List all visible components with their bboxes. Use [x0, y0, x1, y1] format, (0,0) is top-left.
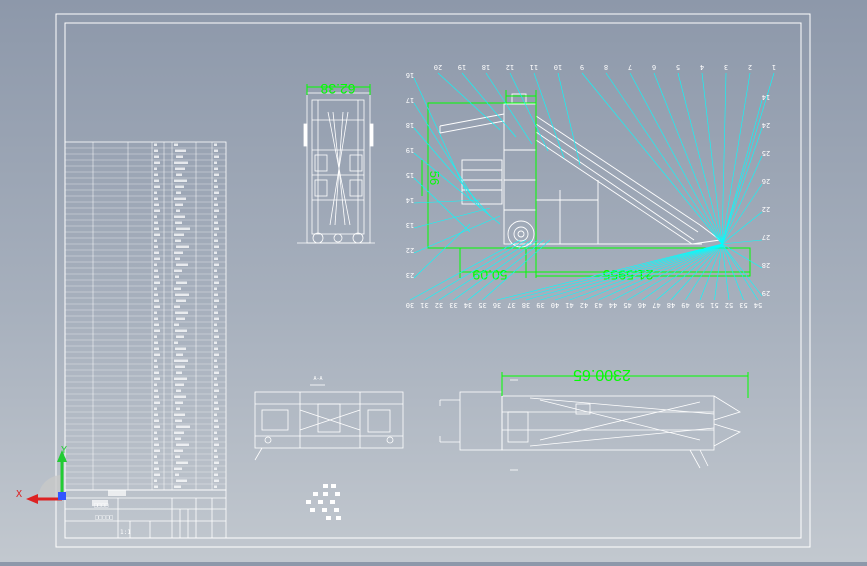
balloon-bottom-52: 52 [725, 301, 733, 309]
balloon-bottom-46: 46 [638, 301, 646, 309]
balloon-left-18: 18 [406, 121, 414, 129]
balloon-right-22: 22 [762, 205, 770, 213]
left-height-value: 56 [427, 171, 442, 185]
balloon-top-18: 18 [482, 63, 490, 71]
overall-length-value: 2300.65 [573, 366, 631, 383]
balloon-right-29: 29 [762, 289, 770, 297]
plan-view[interactable] [254, 384, 404, 461]
left-width-value: 50.09 [472, 267, 507, 283]
front-view-width-dimension[interactable]: 62.38 [306, 81, 371, 97]
balloon-left-14: 14 [406, 196, 414, 204]
balloon-top-7: 7 [628, 63, 632, 71]
balloon-bottom-50: 50 [696, 301, 704, 309]
title-block-scale: 1:1 [120, 529, 131, 536]
balloon-left-17: 17 [406, 96, 414, 104]
title-block-title: □□□□ [94, 502, 109, 509]
title-block [64, 489, 227, 539]
balloon-right-24: 24 [762, 121, 770, 129]
balloon-bottom-30: 30 [406, 301, 414, 309]
balloon-bottom-34: 34 [464, 301, 472, 309]
balloon-top-11: 11 [530, 63, 538, 71]
balloon-left-22: 22 [406, 246, 414, 254]
ucs-x-label: X [16, 489, 22, 500]
balloon-top-3: 3 [724, 63, 728, 71]
balloon-right-14: 14 [762, 93, 770, 101]
balloon-left-23: 23 [406, 271, 414, 279]
ucs-y-label: Y [61, 445, 67, 456]
balloon-top-4: 4 [700, 63, 704, 71]
balloon-right-26: 26 [762, 177, 770, 185]
bill-of-materials-table [64, 141, 227, 491]
balloon-top-6: 6 [652, 63, 656, 71]
balloon-bottom-33: 33 [449, 301, 457, 309]
sheet-border [55, 13, 811, 548]
balloon-bottom-31: 31 [420, 301, 428, 309]
balloon-bottom-45: 45 [623, 301, 631, 309]
side-view[interactable] [439, 93, 721, 248]
ucs-axis-icon [26, 450, 67, 504]
side-view-dimensions[interactable]: 50.09 21.5955 56 [421, 160, 750, 283]
balloon-bottom-40: 40 [551, 301, 559, 309]
balloon-bottom-49: 49 [681, 301, 689, 309]
balloon-top-20: 20 [434, 63, 442, 71]
balloon-left-19: 19 [406, 146, 414, 154]
balloon-top-19: 19 [458, 63, 466, 71]
front-view[interactable] [297, 92, 375, 244]
leader-lines [409, 72, 775, 301]
overall-length-dimension[interactable]: 2300.65 [501, 366, 749, 398]
balloon-bottom-41: 41 [565, 301, 573, 309]
balloon-bottom-44: 44 [609, 301, 617, 309]
balloon-left-13: 13 [406, 221, 414, 229]
elevation-view[interactable] [439, 379, 742, 471]
balloon-left-16: 16 [406, 71, 414, 79]
balloon-bottom-36: 36 [493, 301, 501, 309]
balloon-bottom-47: 47 [652, 301, 660, 309]
balloon-top-1: 1 [772, 63, 776, 71]
balloon-bottom-38: 38 [522, 301, 530, 309]
balloon-top-8: 8 [604, 63, 608, 71]
balloon-bottom-53: 53 [739, 301, 747, 309]
balloon-top-10: 10 [554, 63, 562, 71]
balloon-bottom-37: 37 [507, 301, 515, 309]
balloon-right-25: 25 [762, 149, 770, 157]
balloon-right-28: 28 [762, 261, 770, 269]
detail-symbols [306, 484, 341, 520]
balloon-top-2: 2 [748, 63, 752, 71]
balloon-bottom-32: 32 [435, 301, 443, 309]
balloon-bottom-54: 54 [754, 301, 762, 309]
plan-view-label: A-A [313, 376, 322, 382]
balloon-right-27: 27 [762, 233, 770, 241]
balloon-bottom-39: 39 [536, 301, 544, 309]
balloon-left-15: 15 [406, 171, 414, 179]
title-block-drawing-no: □□□□□ [95, 514, 113, 521]
balloon-bottom-43: 43 [594, 301, 602, 309]
balloon-top-9: 9 [580, 63, 584, 71]
balloon-bottom-48: 48 [667, 301, 675, 309]
balloon-bottom-51: 51 [710, 301, 718, 309]
balloon-top-5: 5 [676, 63, 680, 71]
balloon-top-12: 12 [506, 63, 514, 71]
balloon-bottom-35: 35 [478, 301, 486, 309]
balloon-bottom-42: 42 [580, 301, 588, 309]
front-view-width-value: 62.38 [320, 81, 355, 97]
